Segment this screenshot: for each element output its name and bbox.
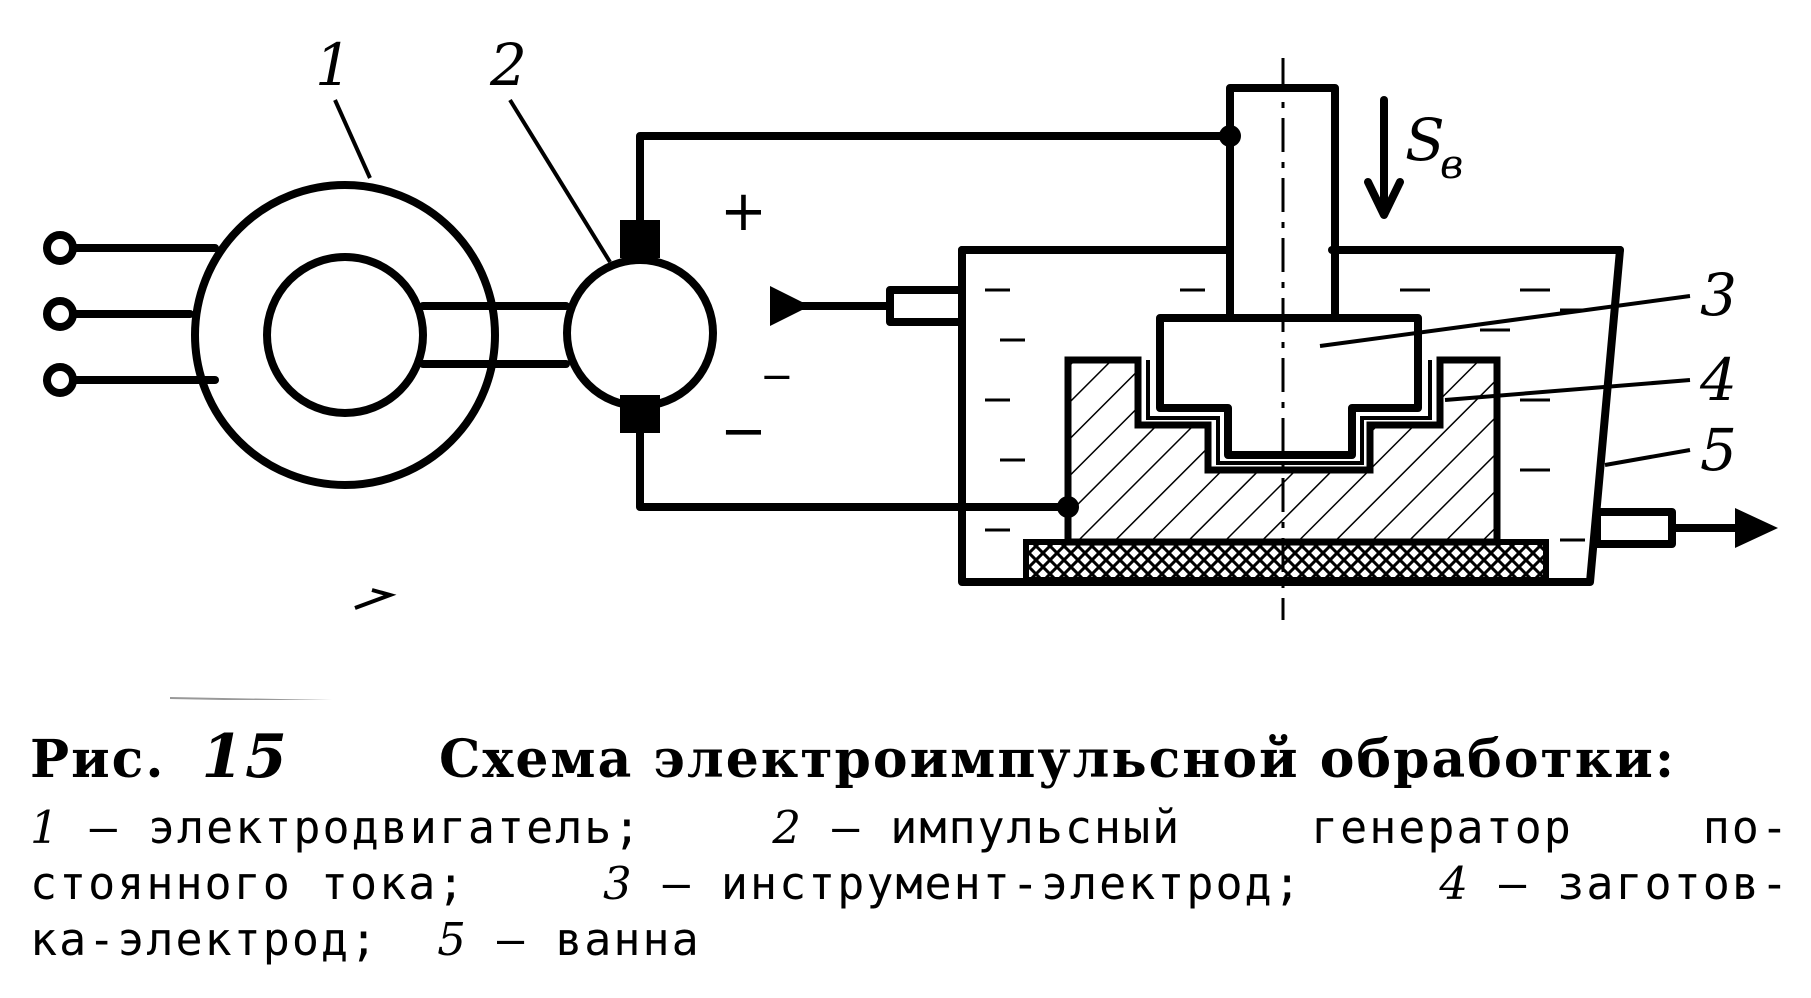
generator-brush-top (620, 220, 660, 258)
generator-brush-bottom (620, 395, 660, 433)
inlet-arrow (770, 286, 810, 326)
label-3: 3 (1700, 261, 1737, 329)
legend-text: ка-электрод; (30, 913, 380, 966)
legend-text: генератор (1311, 801, 1573, 854)
figure-legend: 1 — электродвигатель; 2 — импульсный ген… (30, 800, 1790, 968)
electric-motor (191, 181, 570, 489)
legend-text: — ванна (497, 913, 701, 966)
legend-text: стоянного тока; (30, 857, 467, 910)
inlet-pipe (886, 286, 966, 326)
legend-num-2: 2 (772, 801, 803, 854)
legend-line-2: стоянного тока; 3 — инструмент-электрод;… (30, 856, 1790, 912)
plus-sign: + (720, 179, 767, 244)
legend-num-5: 5 (437, 913, 468, 966)
bath (770, 246, 1778, 586)
label-4-group: 4 (1444, 346, 1737, 414)
figure-caption: Рис. 15 Схема электроимпульсной обработки: (30, 722, 1790, 792)
print-mark (354, 588, 397, 610)
legend-line-1: 1 — электродвигатель; 2 — импульсный ген… (30, 800, 1790, 856)
legend-num-3: 3 (602, 857, 634, 910)
spark-gap (1146, 360, 1432, 465)
label-2: 2 (489, 31, 527, 99)
label-5-group: 5 (1604, 416, 1737, 484)
legend-text: — импульсный (832, 801, 1182, 854)
outlet-arrow (1735, 508, 1778, 548)
legend-text: по- (1702, 801, 1790, 854)
feed-subscript: в (1440, 142, 1463, 188)
legend-text: — инструмент-электрод; (662, 857, 1303, 910)
power-terminals (43, 231, 219, 397)
figure-number: 15 (201, 722, 289, 792)
insulating-plate (1023, 539, 1549, 583)
legend-num-4: 4 (1439, 857, 1470, 910)
legend-text: — заготов- (1499, 857, 1790, 910)
label-2-group: 2 (489, 31, 612, 264)
outlet-pipe (1593, 508, 1676, 548)
electro-pulse-machining-diagram: S в + − − 1 2 3 4 5 (43, 31, 1778, 700)
feed-label: S (1405, 106, 1445, 174)
tool-head (1156, 314, 1422, 459)
label-1: 1 (315, 31, 352, 99)
legend-line-3: ка-электрод; 5 — ванна (30, 912, 1790, 968)
caption-title: Схема электроимпульсной обработки: (438, 729, 1677, 790)
print-rule (169, 697, 333, 700)
label-5: 5 (1700, 416, 1737, 484)
workpiece-electrode (1064, 356, 1501, 546)
minus-sign-left: − (720, 399, 767, 464)
label-3-group: 3 (1319, 261, 1737, 348)
label-1-group: 1 (315, 31, 372, 179)
legend-text: — электродвигатель; (89, 801, 643, 854)
legend-num-1: 1 (30, 801, 61, 854)
pulse-generator (563, 220, 717, 433)
feed-arrow: S в (1364, 96, 1463, 219)
minus-sign-right: − (760, 354, 794, 400)
caption-prefix: Рис. (30, 729, 166, 790)
label-4: 4 (1699, 346, 1737, 414)
